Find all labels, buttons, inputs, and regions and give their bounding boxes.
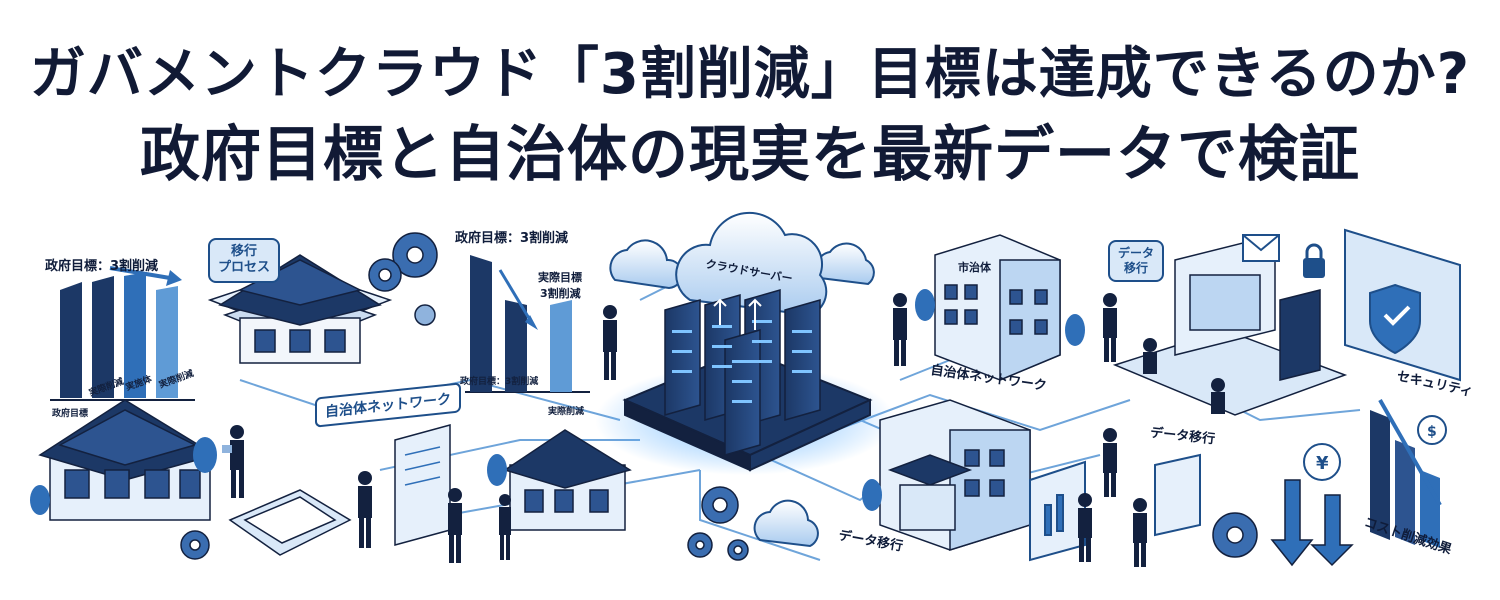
gear-icon-cluster-center [687, 486, 749, 561]
security-panel [1344, 228, 1461, 382]
person-figure [222, 425, 244, 498]
clipboard-icon [228, 489, 352, 556]
data-analytics-panel [1029, 453, 1201, 562]
left-chart-title: 政府目標：3割削減 [45, 259, 159, 274]
upload-arrow-icon [713, 298, 762, 330]
migration-process-bubble: 移行 プロセス [208, 238, 281, 283]
yen-symbol: ¥ [1316, 453, 1329, 474]
down-arrow-icon [1270, 479, 1354, 567]
center-chart-note: 3割削減 [540, 287, 581, 300]
tree-icon [30, 437, 217, 515]
person-figure [1103, 293, 1225, 497]
person-figure [603, 293, 907, 380]
person-figure [1078, 493, 1147, 567]
left-chart-tick: 政府目標 [52, 409, 89, 419]
cost-reduction-chart [1370, 399, 1442, 548]
document-panel [394, 424, 451, 546]
bubble-text: データ [1118, 246, 1155, 260]
center-chart-tick: 実際削減 [548, 407, 585, 417]
center-chart-title: 政府目標：3割削減 [455, 231, 569, 246]
server-lights [672, 320, 812, 403]
bubble-text: 移行 [1124, 261, 1149, 275]
tree-icon [487, 454, 507, 486]
traditional-house-upper [207, 254, 393, 364]
data-migration-bubble: データ 移行 [1108, 240, 1165, 282]
traditional-house-lower [38, 399, 217, 521]
dollar-coin-icon [1417, 415, 1447, 445]
municipal-building-center [503, 429, 632, 531]
gear-icon-cluster-left [368, 232, 438, 326]
center-chart-note: 実際目標 [538, 271, 582, 284]
city-hall-sign: 市治体 [958, 261, 991, 274]
mail-icon [1242, 234, 1280, 262]
center-chart-tick: 政府目標：3割削減 [460, 377, 539, 387]
municipal-office-building [879, 399, 1031, 552]
gear-icon [1212, 512, 1258, 558]
left-bar-chart [50, 266, 195, 401]
gear-icon [180, 530, 210, 560]
tree-icon [862, 479, 882, 511]
yen-coin-icon [1303, 443, 1341, 481]
center-bar-chart [465, 255, 590, 393]
person-figure [499, 494, 511, 560]
person-figure [358, 471, 462, 563]
bubble-text: プロセス [218, 260, 271, 276]
dollar-symbol: $ [1427, 424, 1437, 440]
headline-line-1: ガバメントクラウド「3割削減」目標は達成できるのか? [29, 42, 1471, 107]
bubble-text: 移行 [231, 244, 258, 259]
workstation-platform [1112, 234, 1348, 416]
city-office-building [934, 234, 1061, 382]
lock-icon [1303, 243, 1325, 278]
tree-icon [915, 289, 1085, 346]
headline-line-2: 政府目標と自治体の現実を最新データで検証 [140, 120, 1360, 190]
cloud-server-cloud [675, 211, 828, 317]
